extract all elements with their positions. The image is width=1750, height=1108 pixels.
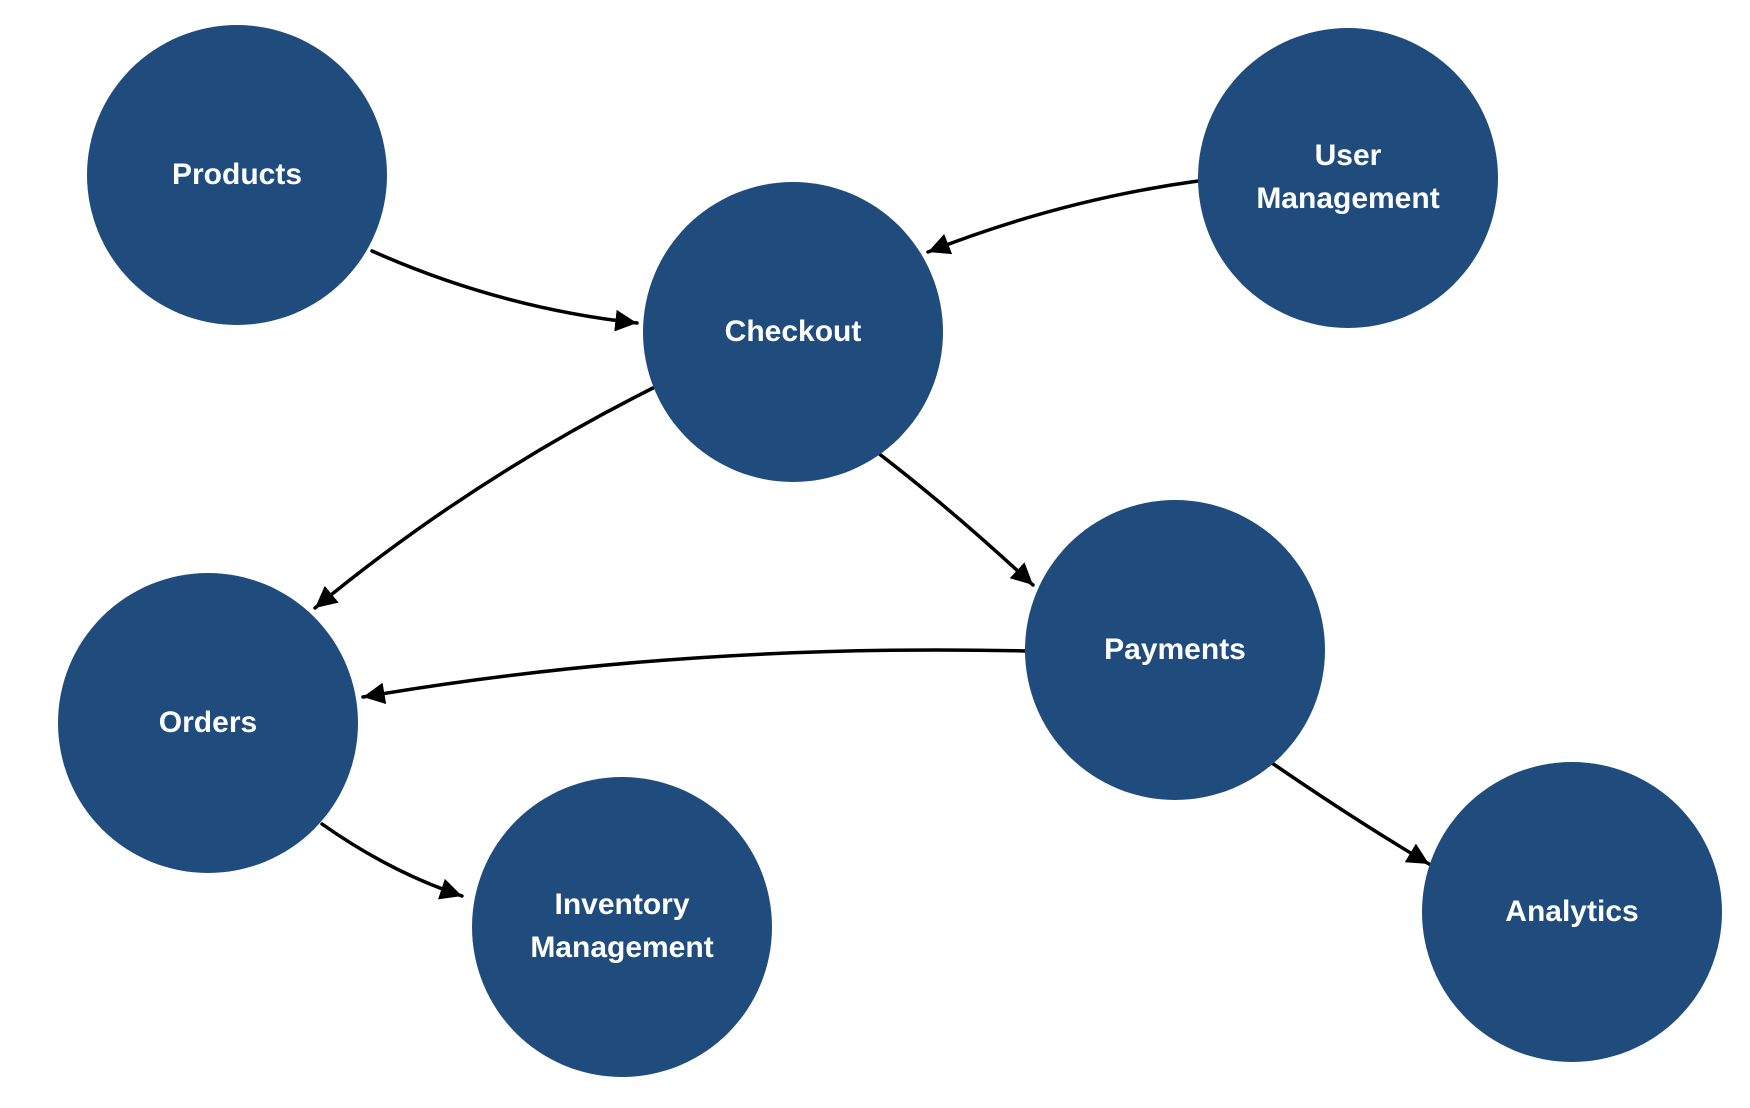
node-inventory-management-label: Inventory Management (530, 888, 714, 964)
node-checkout-label: Checkout (724, 314, 862, 348)
edge-user-management-to-checkout (926, 179, 1200, 255)
edge-checkout-to-payments (876, 451, 1035, 587)
edge-payments-to-analytics (1270, 761, 1431, 866)
edge-products-to-checkout (370, 249, 639, 332)
node-user-management[interactable]: User Management (1198, 28, 1498, 328)
node-products[interactable]: Products (87, 25, 387, 325)
node-orders-label: Orders (158, 705, 258, 739)
node-user-management-label: User Management (1256, 139, 1440, 215)
node-inventory-management[interactable]: Inventory Management (472, 777, 772, 1077)
edge-orders-to-inventory-management (320, 822, 464, 900)
node-analytics-label: Analytics (1505, 894, 1639, 928)
node-orders[interactable]: Orders (58, 573, 358, 873)
node-payments[interactable]: Payments (1025, 500, 1325, 800)
node-analytics[interactable]: Analytics (1422, 762, 1722, 1062)
edge-payments-to-orders (361, 648, 1028, 705)
node-payments-label: Payments (1104, 632, 1246, 666)
node-checkout[interactable]: Checkout (643, 182, 943, 482)
edge-checkout-to-orders (313, 386, 655, 610)
node-products-label: Products (171, 157, 303, 191)
